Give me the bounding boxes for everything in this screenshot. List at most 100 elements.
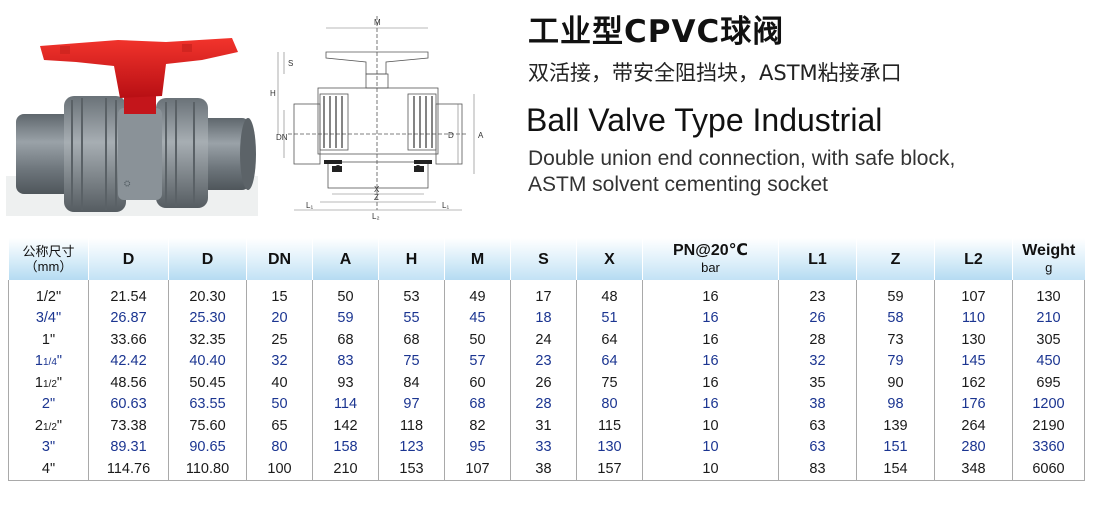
cell-nominal-size: 1" bbox=[8, 329, 89, 351]
column-header-12: L2 bbox=[934, 238, 1013, 280]
column-header-label: Weight bbox=[1022, 242, 1076, 259]
cell-3: 142 bbox=[312, 415, 379, 437]
cell-3: 114 bbox=[312, 393, 379, 415]
cell-0: 114.76 bbox=[88, 458, 169, 481]
cell-2: 25 bbox=[246, 329, 313, 351]
cell-4: 55 bbox=[378, 307, 445, 329]
cell-6: 28 bbox=[510, 393, 577, 415]
column-header-label: L2 bbox=[964, 250, 983, 268]
cell-7: 115 bbox=[576, 415, 643, 437]
cell-11: 130 bbox=[934, 329, 1013, 351]
cell-4: 118 bbox=[378, 415, 445, 437]
cell-0: 48.56 bbox=[88, 372, 169, 394]
column-header-label: X bbox=[604, 250, 615, 268]
cell-0: 42.42 bbox=[88, 350, 169, 372]
cell-12: 130 bbox=[1012, 280, 1085, 308]
dim-label-m: M bbox=[374, 18, 381, 27]
cell-1: 110.80 bbox=[168, 458, 247, 481]
svg-text:⛭: ⛭ bbox=[124, 179, 131, 188]
cell-2: 40 bbox=[246, 372, 313, 394]
cell-5: 68 bbox=[444, 393, 511, 415]
cell-9: 32 bbox=[778, 350, 857, 372]
cell-nominal-size: 1/2" bbox=[8, 280, 89, 308]
cell-4: 97 bbox=[378, 393, 445, 415]
column-header-3: DN bbox=[246, 238, 313, 280]
cell-12: 695 bbox=[1012, 372, 1085, 394]
cell-3: 158 bbox=[312, 436, 379, 458]
column-header-11: Z bbox=[856, 238, 935, 280]
column-header-7: S bbox=[510, 238, 577, 280]
cell-9: 38 bbox=[778, 393, 857, 415]
cell-nominal-size: 11/2" bbox=[8, 372, 89, 394]
column-header-label: DN bbox=[267, 250, 292, 268]
column-header-label: PN@20℃ bbox=[673, 242, 748, 259]
dim-label-l1-left: L₁ bbox=[306, 201, 313, 210]
column-header-label: M bbox=[470, 250, 485, 268]
column-header-8: X bbox=[576, 238, 643, 280]
cell-6: 26 bbox=[510, 372, 577, 394]
cell-0: 60.63 bbox=[88, 393, 169, 415]
column-header-4: A bbox=[312, 238, 379, 280]
cell-9: 28 bbox=[778, 329, 857, 351]
cell-11: 145 bbox=[934, 350, 1013, 372]
cell-5: 82 bbox=[444, 415, 511, 437]
cell-7: 51 bbox=[576, 307, 643, 329]
column-header-5: H bbox=[378, 238, 445, 280]
cell-6: 24 bbox=[510, 329, 577, 351]
cell-10: 154 bbox=[856, 458, 935, 481]
column-header-1: D bbox=[88, 238, 169, 280]
cell-9: 26 bbox=[778, 307, 857, 329]
cell-4: 123 bbox=[378, 436, 445, 458]
column-header-unit: （mm） bbox=[24, 259, 73, 274]
cell-nominal-size: 4" bbox=[8, 458, 89, 481]
cell-9: 63 bbox=[778, 415, 857, 437]
cell-2: 65 bbox=[246, 415, 313, 437]
cell-9: 35 bbox=[778, 372, 857, 394]
cell-2: 15 bbox=[246, 280, 313, 308]
cell-12: 450 bbox=[1012, 350, 1085, 372]
cell-10: 90 bbox=[856, 372, 935, 394]
cell-7: 64 bbox=[576, 350, 643, 372]
cell-6: 33 bbox=[510, 436, 577, 458]
cell-11: 264 bbox=[934, 415, 1013, 437]
cell-5: 95 bbox=[444, 436, 511, 458]
cell-7: 130 bbox=[576, 436, 643, 458]
cell-7: 48 bbox=[576, 280, 643, 308]
subtitle-english-line-1: Double union end connection, with safe b… bbox=[528, 147, 956, 170]
cell-9: 23 bbox=[778, 280, 857, 308]
cell-2: 32 bbox=[246, 350, 313, 372]
column-header-label: A bbox=[339, 250, 352, 268]
cell-1: 25.30 bbox=[168, 307, 247, 329]
dim-label-h: H bbox=[270, 89, 276, 98]
cell-8: 16 bbox=[642, 280, 779, 308]
cell-3: 83 bbox=[312, 350, 379, 372]
cell-11: 110 bbox=[934, 307, 1013, 329]
cell-4: 68 bbox=[378, 329, 445, 351]
cell-7: 157 bbox=[576, 458, 643, 481]
cell-7: 75 bbox=[576, 372, 643, 394]
cell-0: 33.66 bbox=[88, 329, 169, 351]
cell-8: 16 bbox=[642, 393, 779, 415]
cell-4: 53 bbox=[378, 280, 445, 308]
cell-5: 60 bbox=[444, 372, 511, 394]
cell-3: 68 bbox=[312, 329, 379, 351]
dim-label-l1-right: L₁ bbox=[442, 201, 449, 210]
cell-11: 162 bbox=[934, 372, 1013, 394]
cell-6: 38 bbox=[510, 458, 577, 481]
cell-7: 80 bbox=[576, 393, 643, 415]
cell-nominal-size: 3" bbox=[8, 436, 89, 458]
column-header-unit: bar bbox=[701, 260, 720, 275]
column-header-label: 公称尺寸 bbox=[22, 244, 75, 259]
cell-11: 107 bbox=[934, 280, 1013, 308]
column-header-unit: g bbox=[1045, 260, 1053, 275]
dim-label-s: S bbox=[288, 59, 293, 68]
cell-1: 40.40 bbox=[168, 350, 247, 372]
cell-6: 23 bbox=[510, 350, 577, 372]
cell-4: 75 bbox=[378, 350, 445, 372]
